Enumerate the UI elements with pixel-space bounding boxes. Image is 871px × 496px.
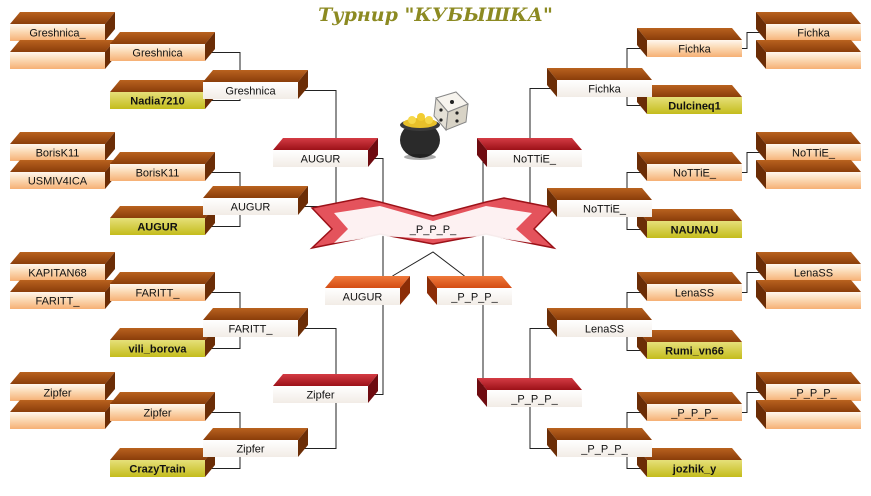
left-r2-slot-label: vili_borova <box>128 344 187 356</box>
left-r1-slot-label: BorisK11 <box>36 148 80 160</box>
left-r3-slot: FARITT_ <box>203 308 308 337</box>
right-r2-slot-label: NoTTiE_ <box>673 168 717 180</box>
left-r2-slot: Greshnica <box>110 32 215 61</box>
right-r1-slot-label: NoTTiE_ <box>792 148 836 160</box>
pot-of-gold-icon <box>400 113 440 160</box>
left-r2-slot-label: Zipfer <box>143 408 171 420</box>
left-r4-slot: AUGUR <box>273 138 378 167</box>
left-r2-slot: BorisK11 <box>110 152 215 181</box>
right-r1-slot <box>756 160 861 189</box>
right-semifinal-slot: _P_P_P_ <box>427 276 512 305</box>
left-r4-slot-label: Zipfer <box>306 390 334 402</box>
right-r4-slot: NoTTiE_ <box>477 138 582 167</box>
left-r1-slot-label: Zipfer <box>43 388 71 400</box>
bracket-line <box>742 152 766 173</box>
left-r3-slot: AUGUR <box>203 186 308 215</box>
right-r3-slot: _P_P_P_ <box>547 428 652 457</box>
final-banner: _P_P_P_ <box>309 197 557 250</box>
right-r1-slot: _P_P_P_ <box>756 372 861 401</box>
right-r3-slot-label: Fichka <box>588 84 621 96</box>
right-r2-slot: LenaSS <box>637 272 742 301</box>
left-r2-slot-label: FARITT_ <box>135 288 180 300</box>
final-winner-label: _P_P_P_ <box>409 224 457 236</box>
bracket-line <box>392 251 465 277</box>
right-r1-slot <box>756 400 861 429</box>
left-r1-slot <box>10 400 115 429</box>
right-r2-slot-label: NAUNAU <box>671 225 719 237</box>
left-r4-slot-label: AUGUR <box>301 154 341 166</box>
left-r1-slot: Zipfer <box>10 372 115 401</box>
left-r1-slot-label: USMIV4ICA <box>28 176 88 188</box>
left-r2-slot-label: Greshnica <box>132 48 183 60</box>
right-r2-slot: NoTTiE_ <box>637 152 742 181</box>
left-r2-slot: AUGUR <box>110 206 215 235</box>
right-r2-slot: jozhik_y <box>637 448 742 477</box>
right-r2-slot-label: Rumi_vn66 <box>665 346 724 358</box>
bracket-line <box>742 32 766 49</box>
dice-icon <box>433 91 469 132</box>
right-r2-slot-label: _P_P_P_ <box>670 408 718 420</box>
left-semifinal-slot: AUGUR <box>325 276 410 305</box>
left-r3-slot-label: FARITT_ <box>228 324 273 336</box>
bracket-line <box>742 272 766 293</box>
right-r4-slot-label: _P_P_P_ <box>510 394 558 406</box>
left-r2-slot-label: AUGUR <box>137 222 177 234</box>
right-r3-slot-label: LenaSS <box>585 324 624 336</box>
right-r1-slot-label: _P_P_P_ <box>789 388 837 400</box>
left-r1-slot: FARITT_ <box>10 280 115 309</box>
left-r1-slot: BorisK11 <box>10 132 115 161</box>
right-r1-slot <box>756 40 861 69</box>
right-r2-slot-label: jozhik_y <box>672 464 717 476</box>
left-r3-slot: Greshnica <box>203 70 308 99</box>
left-r2-slot-label: BorisK11 <box>136 168 180 180</box>
right-r1-slot: LenaSS <box>756 252 861 281</box>
left-r1-slot: Greshnica_ <box>10 12 115 41</box>
left-r3-slot-label: Zipfer <box>236 444 264 456</box>
left-r2-slot: vili_borova <box>110 328 215 357</box>
left-r2-slot-label: Nadia7210 <box>130 96 184 108</box>
bracket-line <box>742 392 766 413</box>
right-r2-slot: Rumi_vn66 <box>637 330 742 359</box>
right-r2-slot-label: Fichka <box>678 44 711 56</box>
right-r1-slot: NoTTiE_ <box>756 132 861 161</box>
left-r3-slot: Zipfer <box>203 428 308 457</box>
right-r3-slot-label: NoTTiE_ <box>583 204 627 216</box>
left-r1-slot: KAPITAN68 <box>10 252 115 281</box>
right-r2-slot-label: LenaSS <box>675 288 714 300</box>
left-r2-slot-label: CrazyTrain <box>129 464 186 476</box>
right-r1-slot: Fichka <box>756 12 861 41</box>
right-r3-slot-label: _P_P_P_ <box>580 444 628 456</box>
right-r2-slot: Fichka <box>637 28 742 57</box>
right-r2-slot: NAUNAU <box>637 209 742 238</box>
left-r2-slot: Nadia7210 <box>110 80 215 109</box>
right-r2-slot: Dulcineq1 <box>637 85 742 114</box>
left-r2-slot: CrazyTrain <box>110 448 215 477</box>
right-r4-slot-label: NoTTiE_ <box>513 154 557 166</box>
tournament-title: Турнир "КУБЫШКА" <box>318 4 553 26</box>
right-r4-slot: _P_P_P_ <box>477 378 582 407</box>
right-r2-slot-label: Dulcineq1 <box>668 101 721 113</box>
left-r2-slot: FARITT_ <box>110 272 215 301</box>
right-r3-slot: LenaSS <box>547 308 652 337</box>
right-r3-slot: Fichka <box>547 68 652 97</box>
left-r1-slot <box>10 40 115 69</box>
left-r4-slot: Zipfer <box>273 374 378 403</box>
right-r1-slot <box>756 280 861 309</box>
right-r3-slot: NoTTiE_ <box>547 188 652 217</box>
left-r1-slot-label: FARITT_ <box>35 296 80 308</box>
left-r1-slot-label: Greshnica_ <box>29 28 86 40</box>
left-r2-slot: Zipfer <box>110 392 215 421</box>
left-r3-slot-label: Greshnica <box>225 86 276 98</box>
left-r1-slot: USMIV4ICA <box>10 160 115 189</box>
right-r1-slot-label: Fichka <box>797 28 830 40</box>
left-r3-slot-label: AUGUR <box>231 202 271 214</box>
right-r1-slot-label: LenaSS <box>794 268 833 280</box>
right-r2-slot: _P_P_P_ <box>637 392 742 421</box>
right-semifinal-slot-label: _P_P_P_ <box>450 292 498 304</box>
left-r1-slot-label: KAPITAN68 <box>28 268 87 280</box>
left-semifinal-slot-label: AUGUR <box>343 292 383 304</box>
